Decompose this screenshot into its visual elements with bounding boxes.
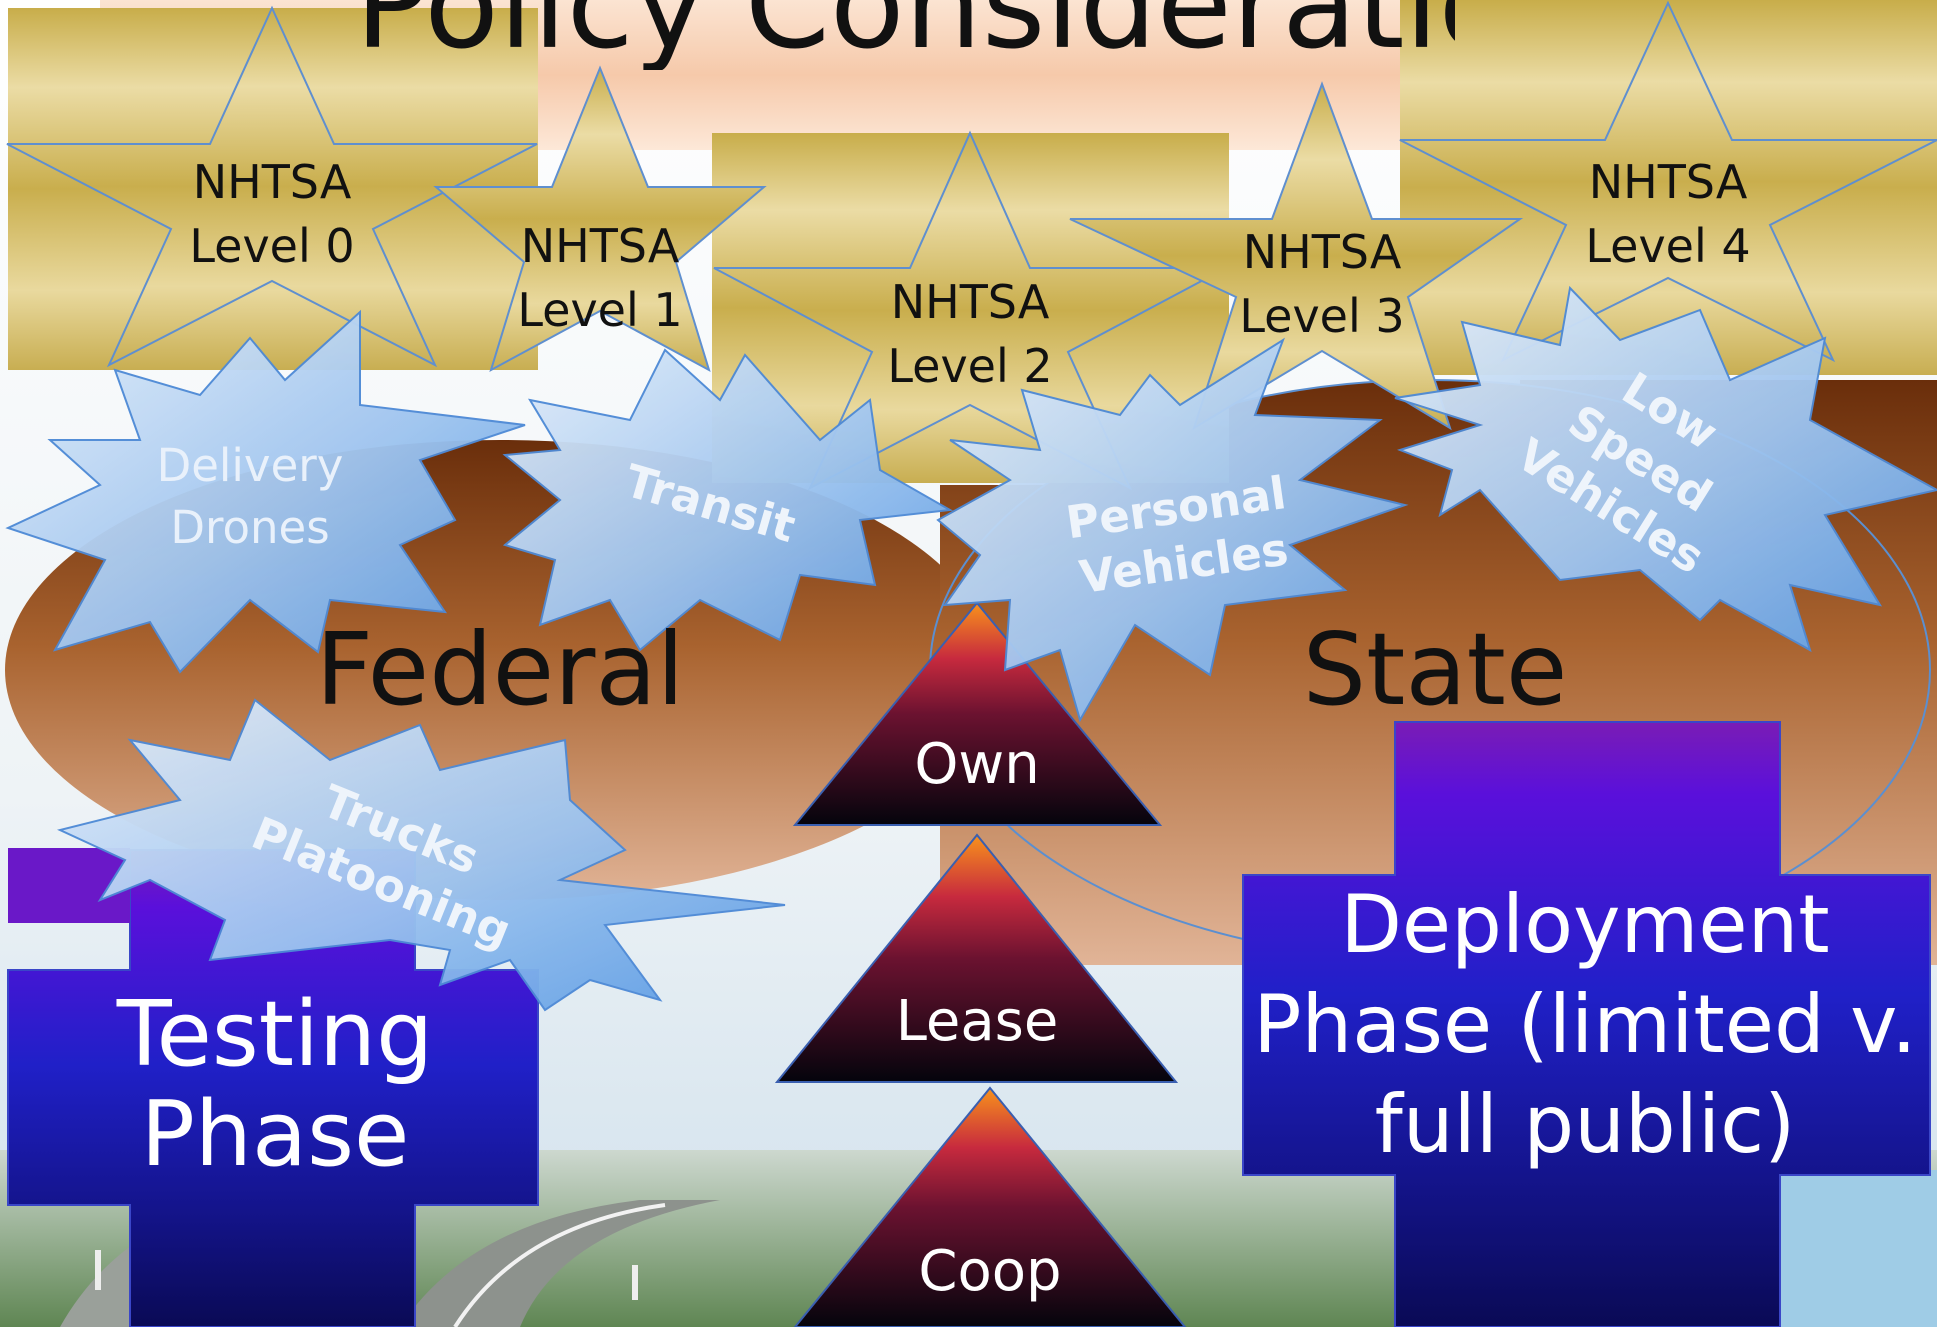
nhtsa-level-2-label: NHTSA Level 2 [870,270,1070,398]
nhtsa-level-1-line2: Level 1 [517,283,683,337]
federal-label: Federal [315,611,685,728]
delivery-drones-line1: Delivery [156,439,344,492]
coop-triangle [793,1086,1187,1327]
nhtsa-level-2-line1: NHTSA [890,275,1050,329]
slide-title: Policy Considerations [355,0,1455,70]
low-speed-vehicles-burst [1394,285,1937,653]
nhtsa-level-2-star [713,130,1227,491]
nhtsa-level-3-line1: NHTSA [1242,225,1402,279]
lease-label: Lease [895,989,1059,1054]
nhtsa-level-4-star [1399,0,1937,363]
ownership-triangles [774,601,1187,1327]
trucks-platooning-burst [57,698,786,1012]
nhtsa-level-0-line2: Level 0 [189,219,355,273]
nhtsa-level-0-line1: NHTSA [192,155,352,209]
testing-phase-cross [7,849,539,1327]
nhtsa-level-0-star [6,5,538,368]
nhtsa-level-2-line2: Level 2 [887,339,1053,393]
nhtsa-level-1-star [433,65,767,373]
deployment-phase-cross [1242,721,1931,1327]
deployment-phase-label: Deployment Phase (limited v. full public… [1245,875,1925,1175]
nhtsa-level-4-line2: Level 4 [1585,219,1751,273]
nhtsa-level-4-label: NHTSA Level 4 [1568,150,1768,278]
testing-phase-line2: Phase [140,1082,410,1187]
testing-phase-line1: Testing [116,982,434,1087]
deployment-phase-line3: full public) [1374,1078,1796,1171]
nhtsa-level-3-line2: Level 3 [1239,289,1405,343]
nhtsa-stars [6,0,1937,491]
nhtsa-level-1-line1: NHTSA [520,219,680,273]
nhtsa-level-3-label: NHTSA Level 3 [1222,220,1422,348]
own-label: Own [914,732,1040,797]
vehicle-type-bursts [5,285,1937,1012]
nhtsa-level-4-line1: NHTSA [1588,155,1748,209]
delivery-drones-burst [5,309,526,674]
lease-triangle [774,833,1179,1083]
personal-vehicles-burst [936,337,1409,723]
delivery-drones-line2: Drones [170,501,330,554]
testing-phase-label: Testing Phase [90,985,460,1185]
nhtsa-level-0-label: NHTSA Level 0 [172,150,372,278]
state-label: State [1302,611,1568,728]
own-triangle [792,601,1163,826]
deployment-phase-line2: Phase (limited v. [1253,978,1917,1071]
nhtsa-level-3-star [1069,81,1524,431]
coop-label: Coop [918,1239,1062,1304]
nhtsa-level-1-label: NHTSA Level 1 [500,214,700,342]
transit-burst [502,348,954,652]
deployment-phase-line1: Deployment [1340,878,1830,971]
delivery-drones-label: Delivery Drones [130,435,370,559]
